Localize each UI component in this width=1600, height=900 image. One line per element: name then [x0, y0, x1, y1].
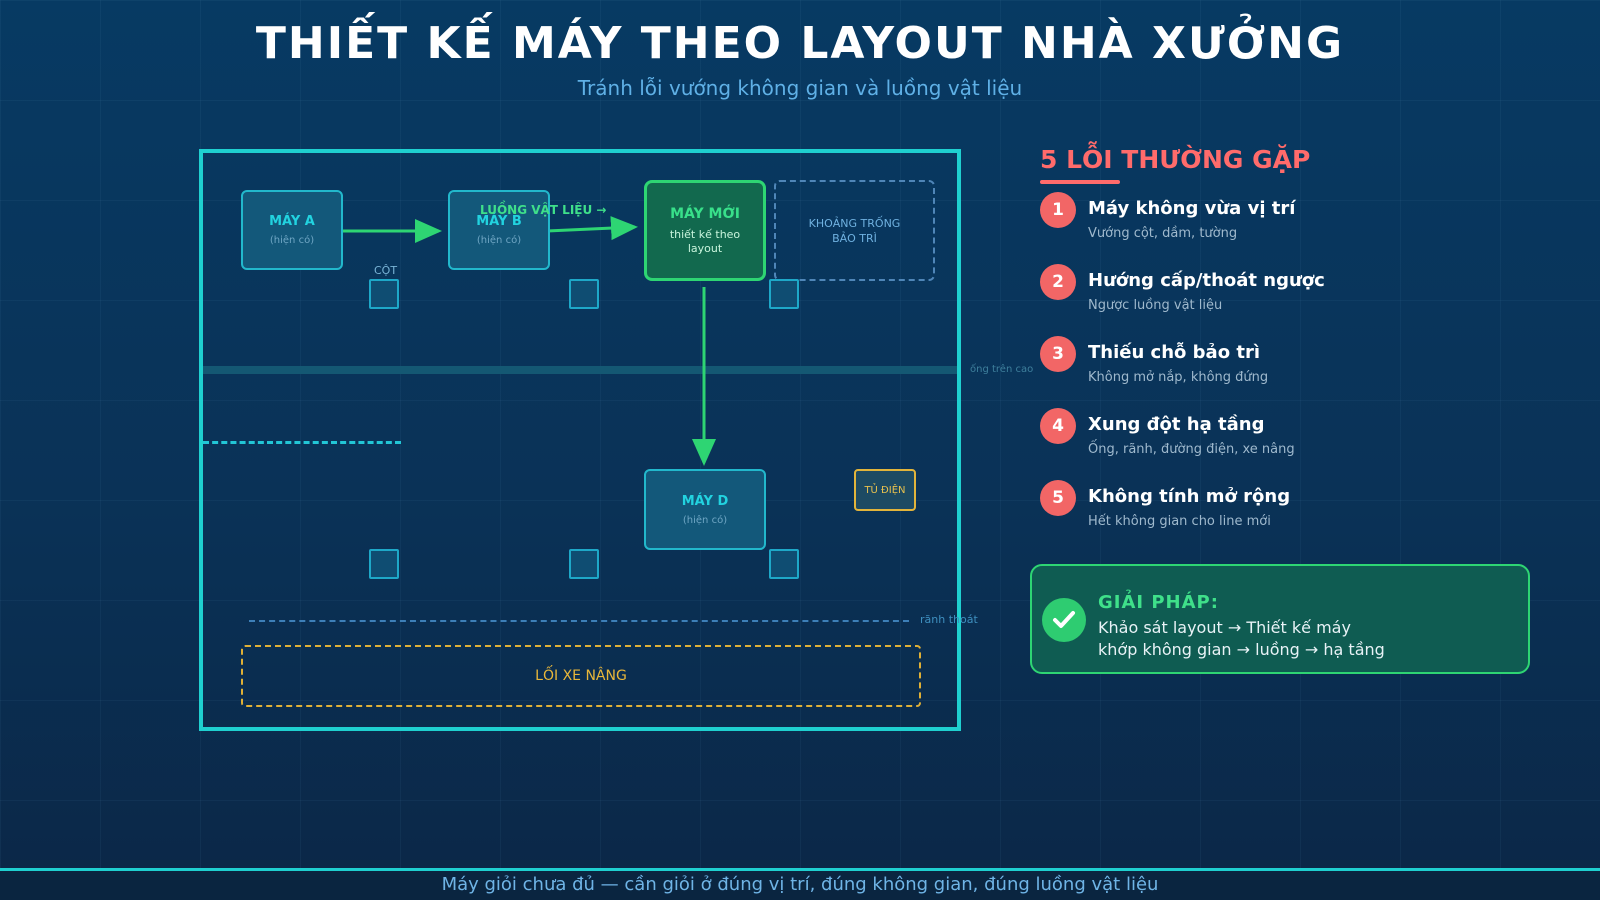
forklift-aisle: LỐI XE NÂNG — [241, 645, 921, 707]
machine-d-name: MÁY D — [681, 493, 729, 509]
page-subtitle: Tránh lỗi vướng không gian và luồng vật … — [577, 76, 1023, 100]
error-number-badge: 5 — [1040, 480, 1076, 516]
errors-title: 5 LỖI THƯỜNG GẶP — [1040, 145, 1311, 174]
error-item: 1 Máy không vừa vị trí Vướng cột, dầm, t… — [1040, 192, 1560, 244]
error-description: Hết không gian cho line mới — [1088, 514, 1271, 529]
error-title: Máy không vừa vị trí — [1088, 198, 1296, 219]
machine-b-name: MÁY B — [476, 214, 522, 229]
material-flow-label: LUỒNG VẬT LIỆU → — [480, 203, 607, 217]
machine-new-note: thiết kế theo layout — [669, 227, 741, 255]
error-number-badge: 1 — [1040, 192, 1076, 228]
machine-a-name: MÁY A — [269, 214, 315, 229]
column — [369, 549, 399, 579]
overhead-pipe-label: ống trên cao — [970, 364, 1034, 375]
solution-text-line-1: Khảo sát layout → Thiết kế máy — [1098, 618, 1351, 637]
error-title: Thiếu chỗ bảo trì — [1088, 342, 1260, 363]
machine-a-note: (hiện có) — [269, 235, 315, 246]
column — [569, 279, 599, 309]
maintenance-space-label: KHOẢNG TRỐNG BẢO TRÌ — [808, 216, 901, 245]
column — [769, 279, 799, 309]
column — [369, 279, 399, 309]
solution-title: GIẢI PHÁP: — [1098, 592, 1219, 613]
floor-plan: MÁY A (hiện có) MÁY B (hiện có) LUỒNG VẬ… — [199, 149, 961, 731]
error-number-badge: 3 — [1040, 336, 1076, 372]
machine-a[interactable]: MÁY A (hiện có) — [241, 190, 343, 270]
error-description: Ống, rãnh, đường điện, xe nâng — [1088, 442, 1295, 457]
error-item: 4 Xung đột hạ tầng Ống, rãnh, đường điện… — [1040, 408, 1560, 460]
error-item: 5 Không tính mở rộng Hết không gian cho … — [1040, 480, 1560, 532]
drain-channel — [249, 620, 909, 622]
footer-banner: Máy giỏi chưa đủ — cần giỏi ở đúng vị tr… — [0, 868, 1600, 900]
solution-box: GIẢI PHÁP: Khảo sát layout → Thiết kế má… — [1030, 564, 1530, 674]
electrical-cabinet: TỦ ĐIỆN — [854, 469, 916, 511]
error-title: Xung đột hạ tầng — [1088, 414, 1265, 435]
drain-channel-label: rãnh thoát — [920, 613, 978, 626]
machine-new[interactable]: MÁY MỚI thiết kế theo layout — [644, 180, 766, 281]
error-description: Ngược luồng vật liệu — [1088, 298, 1223, 313]
error-item: 2 Hướng cấp/thoát ngược Ngược luồng vật … — [1040, 264, 1560, 316]
error-description: Không mở nắp, không đứng — [1088, 370, 1269, 385]
wall-dashed-line — [203, 441, 401, 444]
maintenance-space: KHOẢNG TRỐNG BẢO TRÌ — [774, 180, 935, 281]
machine-b-note: (hiện có) — [476, 235, 522, 246]
machine-new-name: MÁY MỚI — [670, 205, 740, 222]
error-title: Không tính mở rộng — [1088, 486, 1291, 507]
error-number-badge: 2 — [1040, 264, 1076, 300]
errors-title-underline — [1040, 180, 1120, 184]
page-title: THIẾT KẾ MÁY THEO LAYOUT NHÀ XƯỞNG — [255, 18, 1345, 69]
column — [569, 549, 599, 579]
column — [769, 549, 799, 579]
solution-text-line-2: khớp không gian → luồng → hạ tầng — [1098, 640, 1385, 659]
machine-d-note: (hiện có) — [682, 514, 728, 526]
error-item: 3 Thiếu chỗ bảo trì Không mở nắp, không … — [1040, 336, 1560, 388]
error-title: Hướng cấp/thoát ngược — [1088, 270, 1325, 291]
column-label: CỘT — [374, 264, 398, 277]
error-description: Vướng cột, dầm, tường — [1088, 226, 1238, 241]
machine-b[interactable]: MÁY B (hiện có) — [448, 190, 550, 270]
machine-d[interactable]: MÁY D (hiện có) — [644, 469, 766, 550]
error-number-badge: 4 — [1040, 408, 1076, 444]
overhead-pipe — [203, 366, 957, 374]
checkmark-icon — [1042, 598, 1086, 642]
electrical-cabinet-label: TỦ ĐIỆN — [864, 484, 906, 496]
material-flow-arrows — [341, 216, 716, 466]
forklift-aisle-label: LỐI XE NÂNG — [535, 668, 627, 684]
footer-text: Máy giỏi chưa đủ — cần giỏi ở đúng vị tr… — [441, 874, 1159, 895]
flow-arrow-b-new — [546, 216, 638, 241]
